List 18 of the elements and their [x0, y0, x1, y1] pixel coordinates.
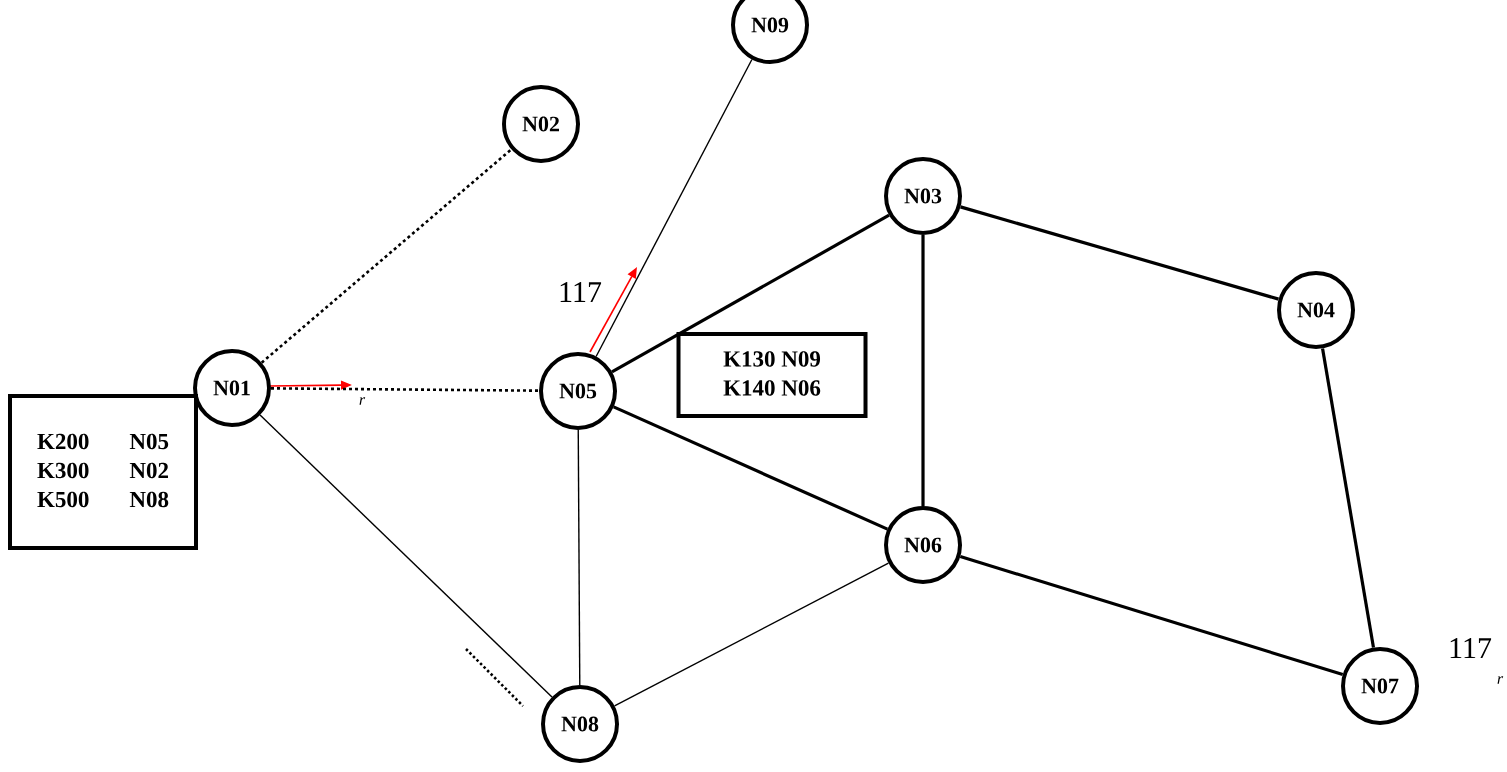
connector-line [612, 405, 889, 531]
connector-line [259, 414, 553, 698]
connector-line [260, 148, 513, 364]
connector-line [1321, 348, 1376, 648]
table-box: K130 N09 K140 N06 [676, 332, 868, 418]
connector-line [595, 58, 753, 358]
text-label: 117 [1450, 638, 1492, 658]
text-label: r [359, 397, 366, 405]
connector-line [577, 429, 581, 686]
text-label: 117 [560, 282, 602, 302]
connector-line [611, 213, 890, 374]
connector-line [921, 235, 925, 506]
connector-line [959, 555, 1344, 677]
connector-line [271, 387, 540, 392]
connector-line [613, 562, 890, 707]
text-label: r [1497, 676, 1504, 684]
table-box: K200 N05 K300 N02 K500 N08 [8, 394, 198, 550]
connector-line [960, 205, 1279, 301]
